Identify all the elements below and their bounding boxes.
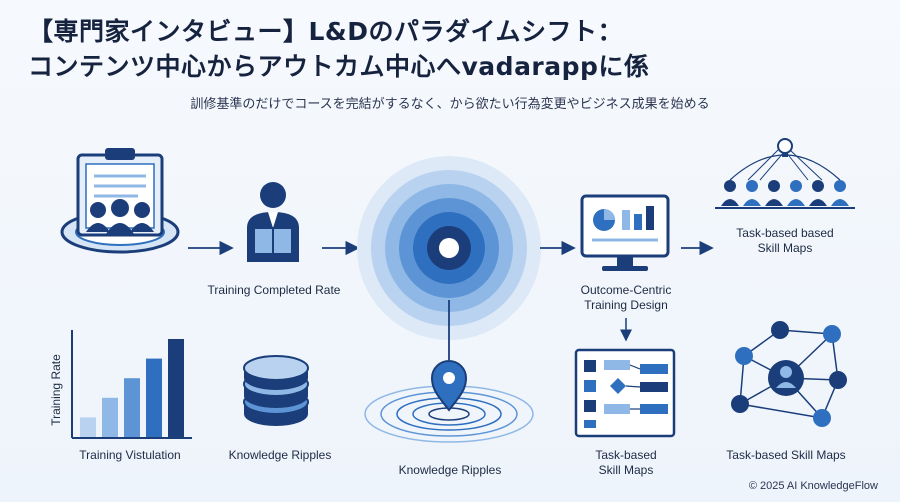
stacked-layers-icon <box>243 355 309 426</box>
title-line-1: 【専門家インタビュー】L&Dのパラダイムシフト： <box>28 17 623 46</box>
label-knowledge-ripples-left: Knowledge Ripples <box>228 448 332 462</box>
label-task-based-top: Task-based based Skill Maps <box>736 226 834 255</box>
chart-bar-5 <box>168 339 184 437</box>
training-rate-chart: Training Rate <box>49 330 192 439</box>
clipboard-meeting-icon <box>60 148 180 254</box>
team-idea-icon <box>715 138 855 209</box>
label-task-based-mid: Task-based Skill Maps <box>595 448 657 477</box>
location-pin-ripple-icon <box>364 360 534 443</box>
flowchart-icon <box>574 318 676 438</box>
label-training-completed: Training Completed Rate <box>207 283 341 297</box>
person-reading-icon <box>247 182 299 262</box>
concentric-target-icon <box>357 156 541 340</box>
dashboard-monitor-icon <box>580 194 670 271</box>
label-outcome-centric: Outcome-Centric Training Design <box>580 283 672 312</box>
chart-bar-1 <box>80 417 96 437</box>
title-line-2: コンテンツ中心からアウトカム中心へvadarappに係 <box>28 52 650 81</box>
people-network-icon <box>731 321 847 427</box>
chart-bar-2 <box>102 397 118 437</box>
page-title: 【専門家インタビュー】L&Dのパラダイムシフト： コンテンツ中心からアウトカム中… <box>28 14 649 84</box>
chart-ylabel: Training Rate <box>49 354 63 426</box>
label-knowledge-ripples-center: Knowledge Ripples <box>398 463 502 477</box>
copyright: © 2025 AI KnowledgeFlow <box>748 480 878 492</box>
chart-bar-3 <box>124 378 140 437</box>
label-training-visualation: Training Vistulation <box>79 448 181 462</box>
chart-bar-4 <box>146 358 162 437</box>
page-subtitle: 訓修基準のだけでコースを完結がするなく、から欲たい行為変更やビジネス成果を始める <box>190 97 710 112</box>
label-task-based-right: Task-based Skill Maps <box>726 448 846 462</box>
